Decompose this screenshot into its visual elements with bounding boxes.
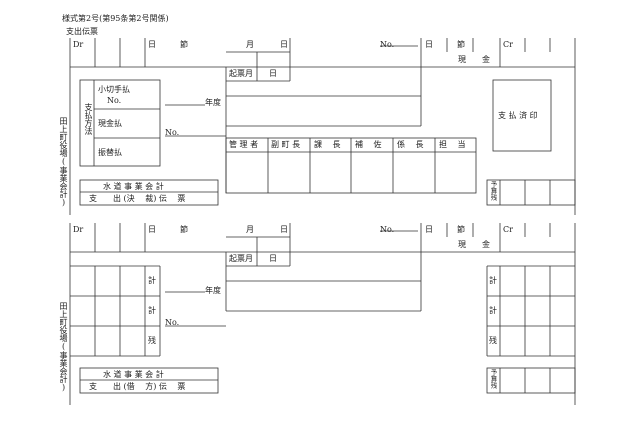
title-line2: 支 出 (決 裁) 伝 票	[89, 194, 186, 203]
kihyo-label: 起票月 日	[229, 69, 277, 78]
form-number: 様式第2号(第95条第2号関係)	[62, 14, 169, 23]
payment-method-label: 支払方法	[84, 103, 93, 135]
top-heading: 支出伝票	[66, 27, 98, 36]
dr-label: Dr	[73, 40, 84, 49]
setsu-right: 日 節	[425, 40, 465, 49]
nendo-label-2: 年度	[205, 286, 221, 295]
cr-label: Cr	[503, 40, 513, 49]
approval-kacho: 課 長	[314, 140, 341, 149]
month-label-2: 月	[246, 225, 254, 234]
title-line1: 水 道 事 業 会 計	[103, 182, 164, 191]
no-label: No.	[380, 40, 395, 49]
nendo-label: 年度	[205, 98, 221, 107]
genkin-label-2: 現 金	[458, 240, 490, 249]
pay-check-no: No.	[107, 96, 122, 105]
setsu-right-2: 日 節	[425, 225, 465, 234]
kihyo-label-2: 起票月 日	[229, 254, 277, 263]
yosan-zan: 予算残	[489, 181, 497, 201]
cr-label-2: Cr	[503, 225, 513, 234]
day-label-2: 日	[280, 225, 288, 234]
no-label-2: No.	[165, 128, 180, 137]
zan-label: 残	[148, 336, 156, 345]
yosan-zan-2: 予算残	[489, 369, 497, 389]
right-zan: 残	[489, 336, 497, 345]
approval-fukuchoucho: 副 町 長	[271, 140, 301, 149]
genkin-label: 現 金	[458, 55, 490, 64]
paid-stamp-label: 支 払 済 印	[498, 111, 538, 120]
title-line1-2: 水 道 事 業 会 計	[103, 370, 164, 379]
right-kei-2: 計	[489, 306, 497, 315]
approval-hosa: 補 佐	[355, 140, 382, 149]
approval-tanto: 担 当	[439, 140, 466, 149]
pay-transfer: 振替払	[98, 148, 122, 157]
day-label: 日	[280, 40, 288, 49]
org-vertical-2: 田上町役場(事業会計)	[59, 302, 68, 392]
right-kei-1: 計	[489, 276, 497, 285]
kei-1: 計	[148, 276, 156, 285]
dr-label-2: Dr	[73, 225, 84, 234]
setsu-left-2: 日 節	[148, 225, 188, 234]
pay-check: 小切手払	[98, 85, 130, 94]
no-label-3: No.	[380, 225, 395, 234]
kei-2: 計	[148, 306, 156, 315]
setsu-left: 日 節	[148, 40, 188, 49]
org-vertical: 田上町役場(事業会計)	[59, 117, 68, 207]
month-label: 月	[246, 40, 254, 49]
title-line2-2: 支 出 (借 方) 伝 票	[89, 382, 186, 391]
approval-kanrisha: 管 理 者	[229, 140, 259, 149]
no-label-4: No.	[165, 318, 180, 327]
pay-cash: 現金払	[98, 119, 122, 128]
approval-kakaricho: 係 長	[397, 140, 424, 149]
